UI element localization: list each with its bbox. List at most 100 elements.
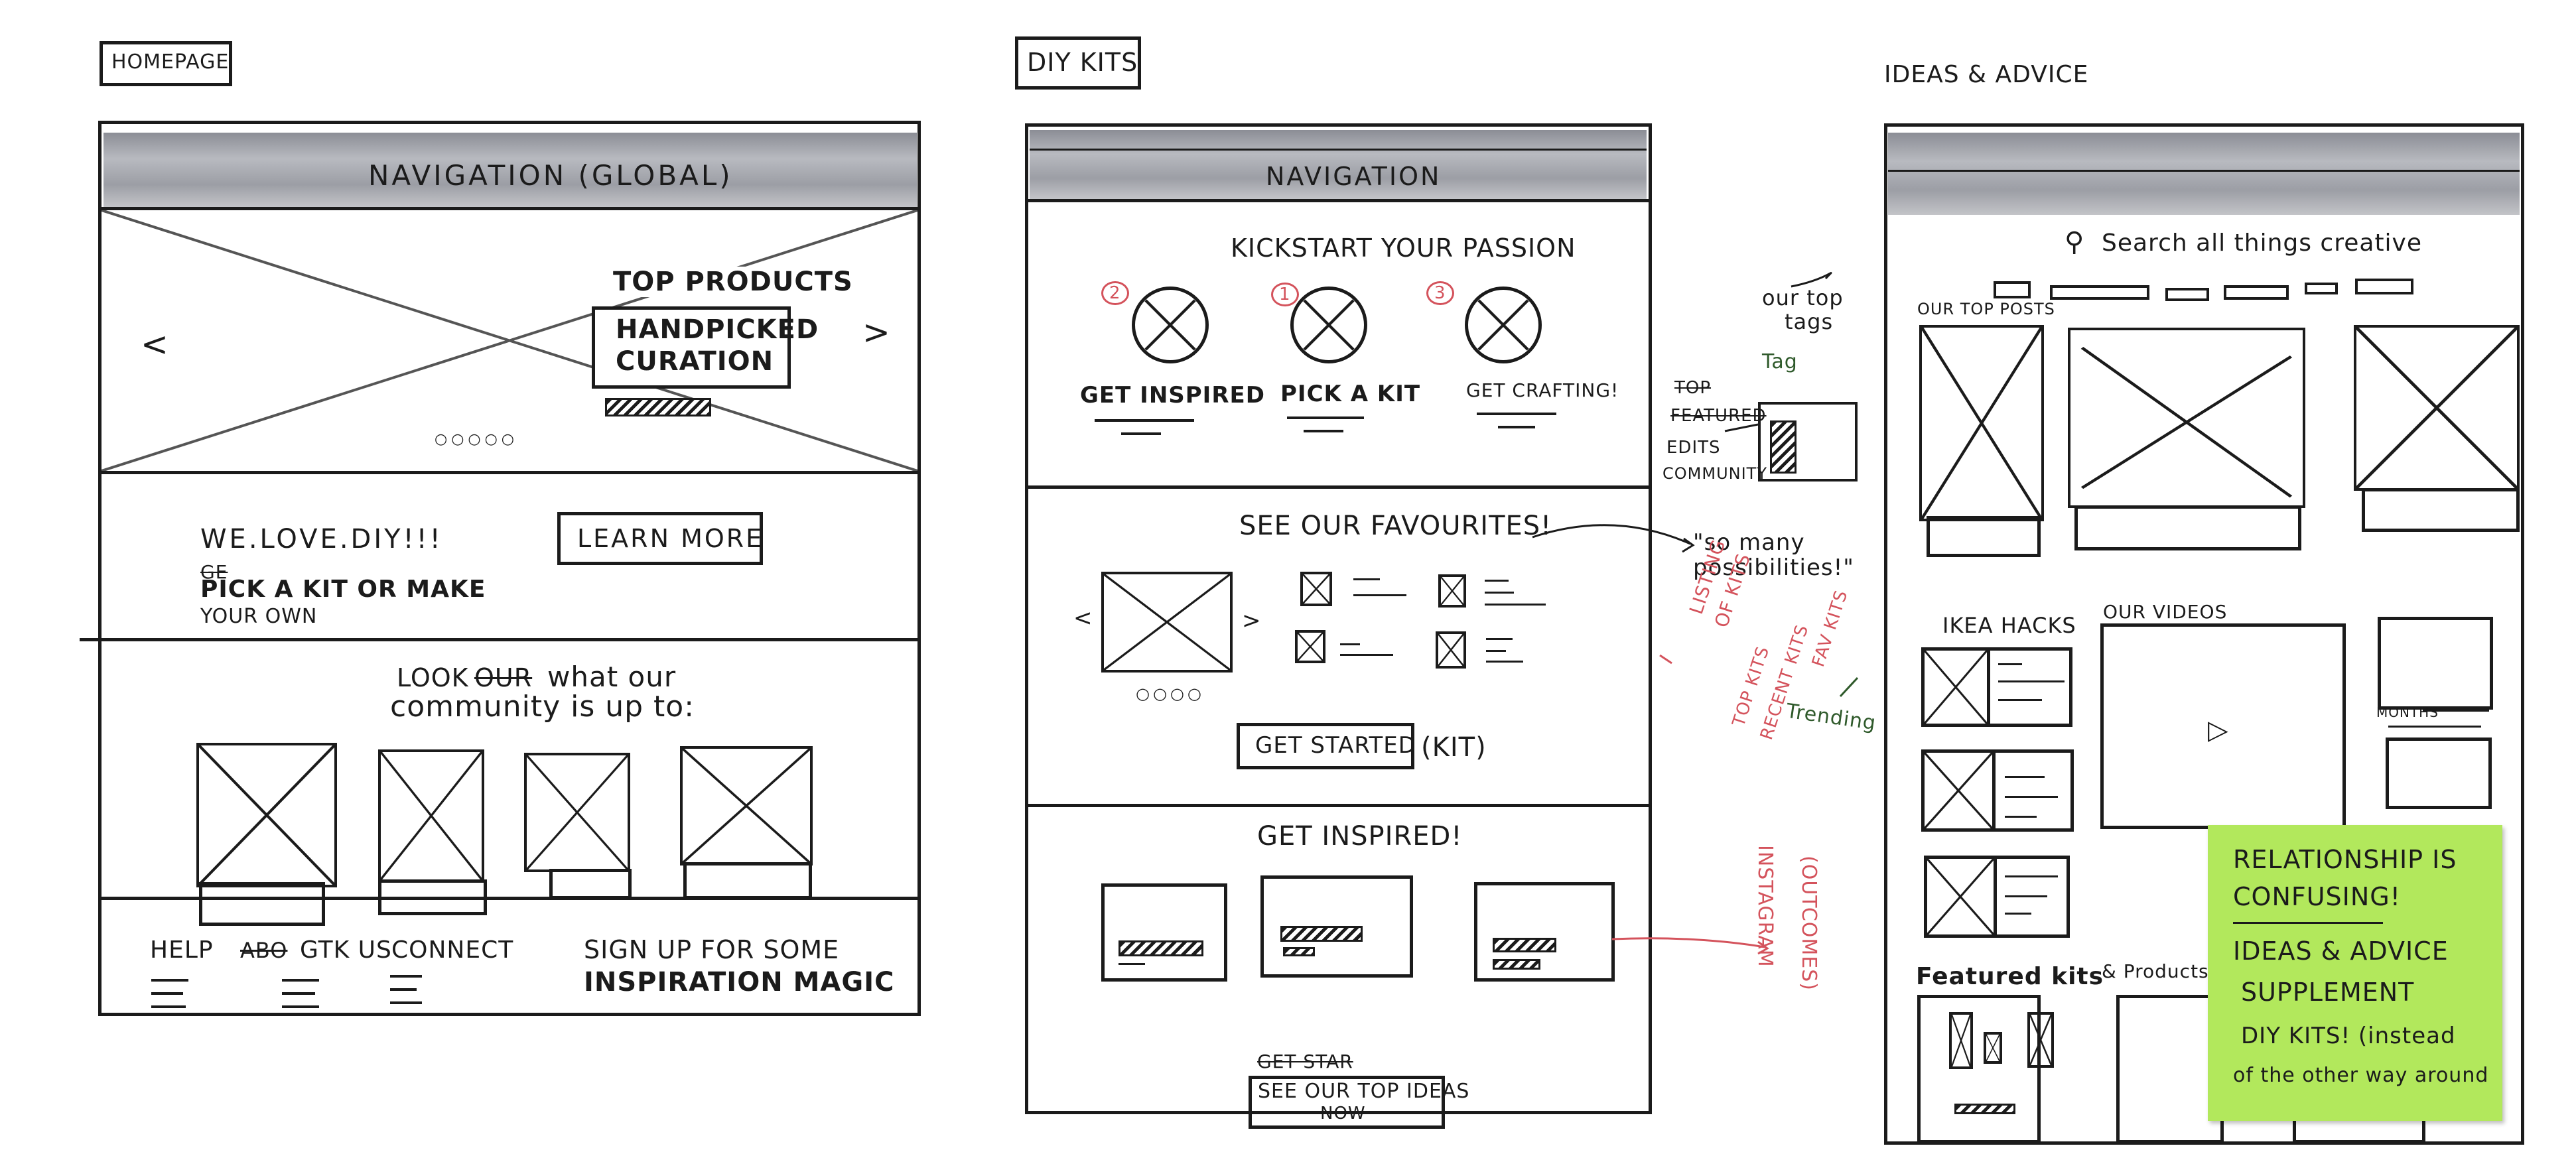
footer-help-link-3[interactable] xyxy=(151,1005,186,1008)
tag-pill-1[interactable] xyxy=(1994,281,2031,298)
tag-pill-3[interactable] xyxy=(2165,288,2209,301)
footer-help-link-1[interactable] xyxy=(151,979,188,982)
video-play-icon[interactable]: ▷ xyxy=(2208,715,2229,745)
video-side-thumb-2[interactable] xyxy=(2386,737,2492,809)
footer-gtk-link-3[interactable] xyxy=(282,1005,319,1008)
footer-signup-line1[interactable]: SIGN UP FOR SOME xyxy=(584,935,840,964)
featured-kit-cta-bar[interactable] xyxy=(1954,1104,2015,1114)
community-crossed: OUR xyxy=(474,663,533,692)
inspired-card-3[interactable] xyxy=(1474,882,1615,982)
months-label: MONTHS xyxy=(2376,704,2439,720)
fav-item-3-line-b xyxy=(1340,654,1393,656)
search-icon[interactable]: ⚲ xyxy=(2065,227,2085,257)
footer-connect[interactable]: CONNECT xyxy=(391,936,514,964)
ideas-nav-inner-line xyxy=(1888,170,2520,172)
step-pick-a-kit-underline xyxy=(1287,417,1364,419)
hero-prev-arrow[interactable]: < xyxy=(141,325,169,363)
inspired-title: GET INSPIRED! xyxy=(1257,821,1463,852)
step-get-crafting-number: 3 xyxy=(1426,281,1454,305)
curation-line1: HANDPICKED xyxy=(616,314,819,345)
footer-help[interactable]: HELP xyxy=(150,936,214,964)
video-side-thumb-1[interactable] xyxy=(2378,617,2493,710)
footer-connect-link-1[interactable] xyxy=(390,975,422,978)
step-get-crafting-underline-2 xyxy=(1498,426,1535,428)
favourites-next-arrow[interactable]: > xyxy=(1242,608,1262,634)
fav-item-2-line-a xyxy=(1485,580,1509,582)
curation-cta-bar[interactable] xyxy=(605,398,711,417)
top-post-2-caption xyxy=(2074,505,2301,550)
hero-next-arrow[interactable]: > xyxy=(862,313,891,352)
note-top-crossed: TOP xyxy=(1674,378,1712,398)
fav-item-4-thumb[interactable] xyxy=(1436,631,1466,669)
top-post-3[interactable] xyxy=(2354,325,2520,491)
footer-gtk-link-1[interactable] xyxy=(282,979,319,982)
diy-nav-bar[interactable] xyxy=(1030,130,1647,199)
featured-products-label: & Products xyxy=(2102,960,2209,982)
kickstart-title: KICKSTART YOUR PASSION xyxy=(1231,233,1576,263)
tag-pill-2[interactable] xyxy=(2050,285,2149,300)
inspired-crossed: GET STAR xyxy=(1257,1051,1353,1072)
inspired-card-1[interactable] xyxy=(1101,883,1227,982)
see-top-ideas-line1[interactable]: SEE OUR TOP IDEAS xyxy=(1258,1080,1470,1103)
ideas-nav-bar[interactable] xyxy=(1888,133,2520,215)
intro-line1: PICK A KIT OR MAKE xyxy=(200,576,486,603)
note-edits: EDITS xyxy=(1666,438,1721,458)
fav-item-1-line-b xyxy=(1353,594,1406,596)
homepage-nav-bar[interactable] xyxy=(103,133,917,207)
search-input[interactable]: Search all things creative xyxy=(2102,229,2423,257)
learn-more-button[interactable]: LEARN MORE xyxy=(577,524,764,553)
footer-gtk-link-2[interactable] xyxy=(282,992,315,995)
inspired-card-1-bar xyxy=(1119,940,1203,956)
step-get-crafting-label[interactable]: GET CRAFTING! xyxy=(1466,379,1619,401)
footer-signup-line2[interactable]: INSPIRATION MAGIC xyxy=(584,967,895,997)
footer-connect-link-2[interactable] xyxy=(390,988,417,991)
step-get-inspired-label[interactable]: GET INSPIRED xyxy=(1080,382,1265,409)
tag-pill-6[interactable] xyxy=(2355,279,2413,294)
hero-pagination-dots[interactable]: ○○○○○ xyxy=(435,431,518,448)
get-started-button-box[interactable] xyxy=(1237,723,1414,769)
note-our-top-tags-1: our top xyxy=(1762,285,1844,310)
fav-item-2-line-b xyxy=(1485,592,1514,594)
community-card-1[interactable] xyxy=(196,743,337,887)
favourites-dots[interactable]: ○○○○ xyxy=(1136,684,1205,703)
featured-kit-thumb-1 xyxy=(1949,1012,1973,1069)
tag-pill-4[interactable] xyxy=(2224,285,2289,300)
get-started-button[interactable]: GET STARTED xyxy=(1255,732,1416,759)
fav-item-2-thumb[interactable] xyxy=(1438,574,1466,608)
see-top-ideas-button-box[interactable] xyxy=(1249,1076,1445,1129)
diy-label-box xyxy=(1015,36,1141,90)
community-card-1-caption xyxy=(199,882,325,926)
step-pick-a-kit-number: 1 xyxy=(1271,283,1299,306)
ikea-hack-3-line-c xyxy=(2005,913,2031,915)
diy-nav-label: NAVIGATION xyxy=(1266,162,1442,191)
favourites-main-image[interactable] xyxy=(1101,572,1233,673)
intro-heading: WE.LOVE.DIY!!! xyxy=(200,524,443,554)
fav-item-3-thumb[interactable] xyxy=(1295,630,1325,663)
inspired-card-3-bar-2 xyxy=(1493,959,1540,970)
learn-more-button-box[interactable] xyxy=(557,512,763,565)
footer-gtk[interactable]: GTK US xyxy=(300,936,392,964)
homepage-hero-carousel[interactable] xyxy=(101,209,918,472)
step-get-inspired-icon xyxy=(1132,287,1209,363)
top-post-1[interactable] xyxy=(1919,325,2044,521)
curation-box[interactable] xyxy=(592,306,791,389)
sticky-line1: RELATIONSHIP IS xyxy=(2233,845,2457,874)
curation-line2: CURATION xyxy=(616,346,774,377)
see-top-ideas-line2[interactable]: NOW xyxy=(1320,1104,1366,1123)
step-pick-a-kit-label[interactable]: PICK A KIT xyxy=(1280,381,1421,407)
fav-item-1-thumb[interactable] xyxy=(1300,572,1332,606)
diy-label: DIY KITS xyxy=(1027,48,1138,77)
inspired-card-2-bar-2 xyxy=(1283,947,1315,956)
our-videos-label: OUR VIDEOS xyxy=(2103,601,2228,623)
fav-item-4-line-a xyxy=(1486,638,1513,640)
featured-kit-card-1[interactable] xyxy=(1917,995,2041,1143)
inspired-card-2[interactable] xyxy=(1260,875,1413,978)
footer-help-link-2[interactable] xyxy=(151,992,183,995)
favourites-prev-arrow[interactable]: < xyxy=(1073,605,1093,631)
tag-pill-5[interactable] xyxy=(2305,283,2338,294)
footer-connect-link-3[interactable] xyxy=(390,1001,422,1004)
top-post-2[interactable] xyxy=(2068,328,2305,508)
ideas-label: IDEAS & ADVICE xyxy=(1884,61,2089,88)
fav-item-4-line-b xyxy=(1486,650,1506,652)
